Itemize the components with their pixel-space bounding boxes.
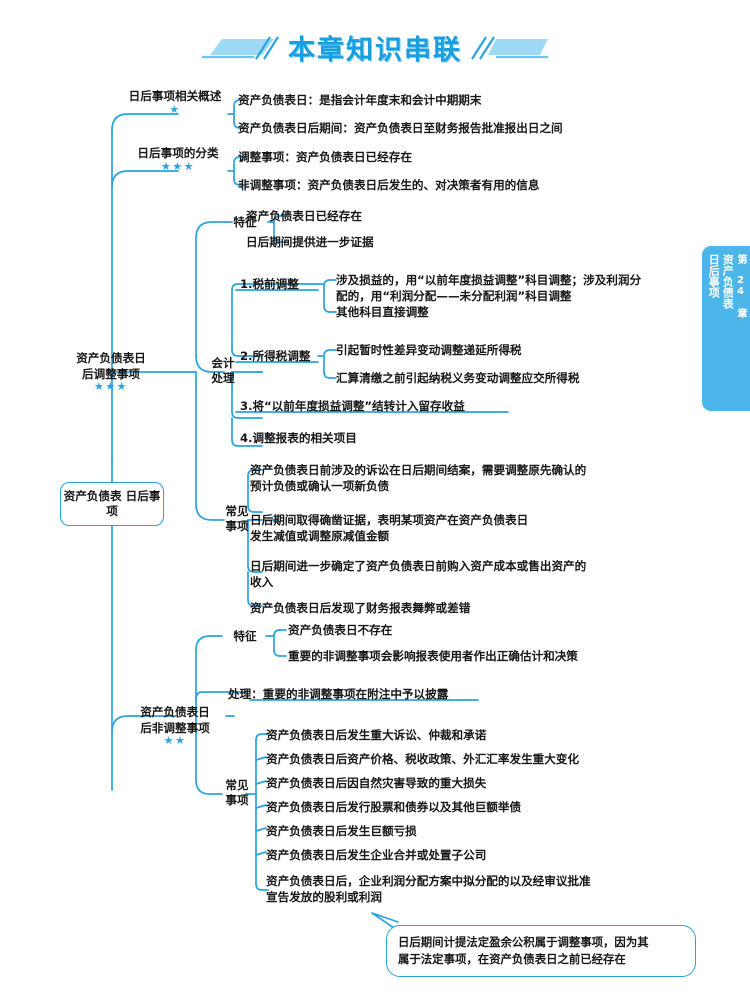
leaf-overview-0[interactable]: 资产负债表日：是指会计年度末和会计中期期末	[238, 93, 482, 107]
leaf-nonadjusting-common-4[interactable]: 资产负债表日后发生巨额亏损	[266, 824, 417, 838]
side-tab-chapter: 第 24 章	[735, 254, 746, 318]
branch-label-nonadjusting[interactable]: 资产负债表日 后非调整事项	[140, 705, 210, 735]
title-decoration-left	[202, 35, 280, 61]
title-decoration-right	[470, 35, 548, 61]
root-node[interactable]: 资产负债表 日后事项	[60, 482, 164, 526]
leaf-nonadjusting-features-0[interactable]: 资产负债表日不存在	[288, 623, 393, 637]
leaf-nonadjusting-common-6[interactable]: 资产负债表日后，企业利润分配方案中拟分配的以及经审议批准 宣告发放的股利或利润	[266, 874, 591, 904]
branch-label-overview[interactable]: 日后事项相关概述	[128, 89, 222, 103]
branch-stars-overview: ★	[169, 103, 181, 116]
leaf-tax-before-1[interactable]: 其他科目直接调整	[336, 305, 429, 319]
side-tab-line1: 资产负债表	[721, 254, 735, 309]
subnode-adjusting-accounting[interactable]: 会计 处理	[211, 356, 235, 385]
callout-text: 日后期间计提法定盈余公积属于调整事项，因为其 属于法定事项，在资产负债表日之前已…	[398, 935, 649, 966]
branch-label-adjusting[interactable]: 资产负债表日 后调整事项	[76, 351, 146, 381]
leaf-classification-0[interactable]: 调整事项：资产负债表日已经存在	[238, 150, 412, 164]
callout-bubble: 日后期间计提法定盈余公积属于调整事项，因为其 属于法定事项，在资产负债表日之前已…	[386, 925, 696, 977]
page-title: 本章知识串联	[0, 28, 750, 67]
root-node-label: 资产负债表 日后事项	[63, 489, 161, 518]
leaf-adjusting-common-0[interactable]: 资产负债表日前涉及的诉讼在日后期间结案，需要调整原先确认的 预计负债或确认一项新…	[250, 463, 587, 493]
item-carry-forward[interactable]: 3.将“以前年度损益调整”结转计入留存收益	[240, 399, 465, 413]
side-tab-line2: 日后事项	[707, 254, 721, 298]
leaf-income-tax-0[interactable]: 引起暂时性差异变动调整递延所得税	[336, 343, 522, 357]
leaf-adjusting-features-0[interactable]: 资产负债表日已经存在	[246, 209, 362, 223]
leaf-adjusting-common-2[interactable]: 日后期间进一步确定了资产负债表日前购入资产成本或售出资产的 收入	[250, 559, 587, 589]
leaf-nonadjusting-common-1[interactable]: 资产负债表日后资产价格、税收政策、外汇汇率发生重大变化	[266, 752, 580, 766]
leaf-nonadjusting-common-0[interactable]: 资产负债表日后发生重大诉讼、仲裁和承诺	[266, 728, 487, 742]
leaf-adjusting-features-1[interactable]: 日后期间提供进一步证据	[246, 235, 374, 249]
subnode-adjusting-features[interactable]: 特征	[233, 215, 257, 229]
leaf-nonadjusting-features-1[interactable]: 重要的非调整事项会影响报表使用者作出正确估计和决策	[288, 649, 578, 663]
branch-label-classification[interactable]: 日后事项的分类	[137, 146, 219, 160]
item-nonadjusting-handling[interactable]: 处理：重要的非调整事项在附注中予以披露	[228, 687, 449, 701]
item-label-income-tax[interactable]: 2.所得税调整	[240, 349, 311, 363]
item-adjust-statements[interactable]: 4.调整报表的相关项目	[240, 431, 357, 445]
subnode-nonadjusting-common[interactable]: 常见 事项	[225, 778, 249, 807]
leaf-tax-before-0[interactable]: 涉及损益的，用“以前年度损益调整”科目调整；涉及利润分 配的，用“利润分配——未…	[336, 273, 642, 303]
item-label-tax-before[interactable]: 1.税前调整	[240, 277, 299, 291]
branch-stars-adjusting: ★★★	[93, 380, 129, 393]
page-title-text: 本章知识串联	[288, 35, 462, 66]
leaf-classification-1[interactable]: 非调整事项：资产负债表日后发生的、对决策者有用的信息	[238, 178, 540, 192]
subnode-adjusting-common[interactable]: 常见 事项	[225, 504, 249, 533]
leaf-adjusting-common-1[interactable]: 日后期间取得确凿证据，表明某项资产在资产负债表日 发生减值或调整原减值金额	[250, 513, 529, 543]
leaf-nonadjusting-common-3[interactable]: 资产负债表日后发行股票和债券以及其他巨额举债	[266, 800, 522, 814]
leaf-income-tax-1[interactable]: 汇算清缴之前引起纳税义务变动调整应交所得税	[336, 371, 580, 385]
leaf-adjusting-common-3[interactable]: 资产负债表日后发现了财务报表舞弊或差错	[250, 601, 471, 615]
subnode-nonadjusting-features[interactable]: 特征	[233, 629, 257, 643]
leaf-nonadjusting-common-5[interactable]: 资产负债表日后发生企业合并或处置子公司	[266, 848, 487, 862]
branch-stars-classification: ★★★	[160, 160, 196, 173]
chapter-side-tab: 第 24 章 资产负债表 日后事项	[702, 246, 750, 411]
branch-stars-nonadjusting: ★★	[163, 734, 187, 747]
leaf-nonadjusting-common-2[interactable]: 资产负债表日后因自然灾害导致的重大损失	[266, 776, 487, 790]
leaf-overview-1[interactable]: 资产负债表日后期间：资产负债表日至财务报告批准报出日之间	[238, 121, 563, 135]
